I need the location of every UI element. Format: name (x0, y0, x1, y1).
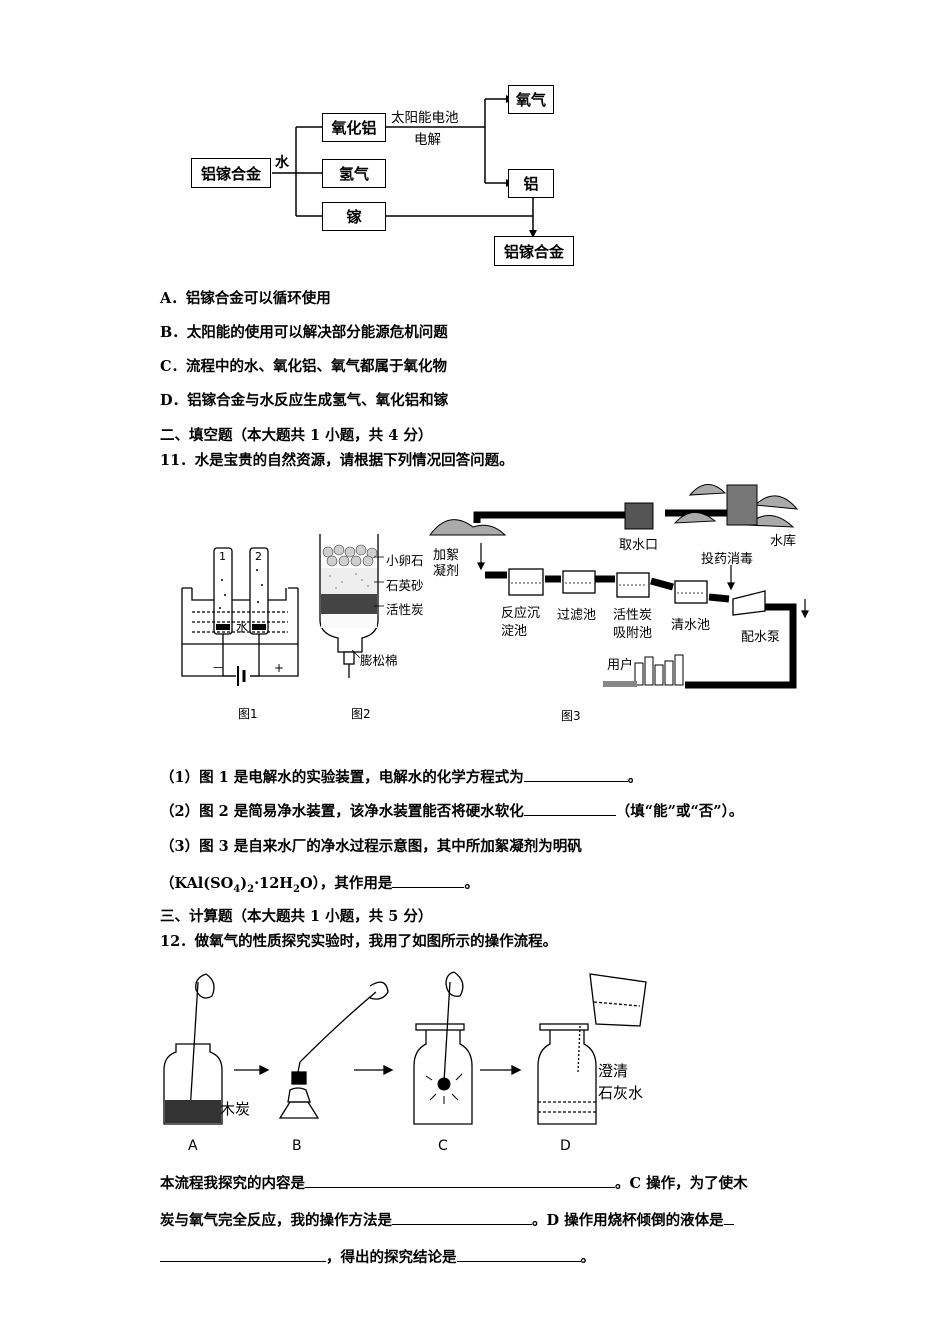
section-2-heading: 二、填空题（本大题共 1 小题，共 4 分） (160, 427, 433, 444)
oxygen-experiment-figure: 木炭 澄清 石灰水 A B C D (163, 971, 647, 1154)
alloy-box: 铝镓合金 (191, 158, 271, 188)
step-a-label: A (188, 1138, 198, 1154)
q12-line-1: 本流程我探究的内容是。C 操作，为了使木 (160, 1172, 748, 1193)
alloy-out-box: 铝镓合金 (494, 236, 574, 266)
question-12: 12．做氧气的性质探究实验时，我用了如图所示的操作流程。 (160, 933, 558, 950)
sedimentation-line-2: 淀池 (501, 624, 527, 639)
electrolysis-figure: 1 2 水 － + (181, 547, 299, 686)
water-plant-figure: 加絮 凝剂 取水口 水库 投药消毒 反应沉 淀池 过滤池 活性炭 吸附池 清水池… (429, 484, 809, 689)
sand-label: 石英砂 (386, 578, 424, 593)
question-11: 11．水是宝贵的自然资源，请根据下列情况回答问题。 (160, 452, 514, 469)
reservoir-label: 水库 (770, 533, 796, 549)
section-3-heading: 三、计算题（本大题共 1 小题，共 5 分） (160, 908, 433, 925)
user-label: 用户 (607, 657, 633, 673)
cotton-label: 膨松棉 (360, 653, 398, 668)
tube-1-label: 1 (219, 550, 226, 563)
coagulant-line-1: 加絮 (433, 547, 459, 563)
coagulant-line-2: 凝剂 (433, 563, 459, 579)
lime-water-line-1: 澄清 (598, 1062, 628, 1080)
q11-part-3: （3）图 3 是自来水厂的净水过程示意图，其中所加絮凝剂为明矾 (160, 838, 582, 855)
tube-2-label: 2 (255, 550, 262, 563)
pebble-label: 小卵石 (386, 553, 424, 568)
q11-part-2: （2）图 2 是简易净水装置，该净水装置能否将硬水软化（填“能”或“否”）。 (160, 800, 743, 821)
filter-label: 过滤池 (557, 608, 596, 623)
oxygen-box: 氧气 (508, 85, 554, 114)
gallium-box: 镓 (322, 202, 386, 231)
carbon-label: 活性炭 (386, 602, 424, 617)
disinfect-label: 投药消毒 (701, 551, 753, 567)
charcoal-label: 木炭 (220, 1100, 250, 1118)
purifier-figure (319, 534, 384, 678)
water-label: 水 (275, 155, 289, 171)
hydrogen-box: 氢气 (322, 159, 386, 188)
option-a: A．铝镓合金可以循环使用 (160, 290, 331, 307)
aluminum-box: 铝 (508, 169, 554, 198)
sedimentation-line-1: 反应沉 (501, 605, 540, 621)
electrolysis-label: 电解 (414, 132, 441, 148)
pump-label: 配水泵 (741, 630, 780, 645)
q12-line-3: ，得出的探究结论是。 (160, 1246, 595, 1267)
option-c: C．流程中的水、氧化铝、氧气都属于氧化物 (160, 358, 448, 375)
carbon-tank-line-1: 活性炭 (613, 608, 652, 623)
step-c-label: C (438, 1138, 448, 1154)
lime-water-line-2: 石灰水 (598, 1084, 643, 1102)
alumina-box: 氧化铝 (322, 113, 386, 142)
figure-1-caption: 图1 (238, 707, 258, 721)
water-label: 水 (236, 620, 248, 634)
figure-3-caption: 图3 (561, 709, 581, 723)
step-d-label: D (560, 1138, 571, 1154)
carbon-tank-line-2: 吸附池 (613, 626, 652, 641)
intake-label: 取水口 (619, 538, 658, 553)
clear-water-label: 清水池 (671, 618, 710, 633)
negative-label: － (212, 661, 224, 675)
q12-line-2: 炭与氧气完全反应，我的操作方法是。D 操作用烧杯倾倒的液体是 (160, 1209, 734, 1230)
q11-part-3b: （KAl(SO4)2·12H2O），其作用是。 (160, 872, 479, 895)
option-d: D．铝镓合金与水反应生成氢气、氧化铝和镓 (160, 392, 449, 409)
q11-part-1: （1）图 1 是电解水的实验装置，电解水的化学方程式为。 (160, 766, 642, 787)
option-b: B．太阳能的使用可以解决部分能源危机问题 (160, 324, 448, 341)
step-b-label: B (292, 1138, 302, 1154)
solar-label: 太阳能电池 (391, 110, 459, 126)
positive-label: + (274, 661, 284, 675)
figure-2-caption: 图2 (351, 707, 371, 721)
